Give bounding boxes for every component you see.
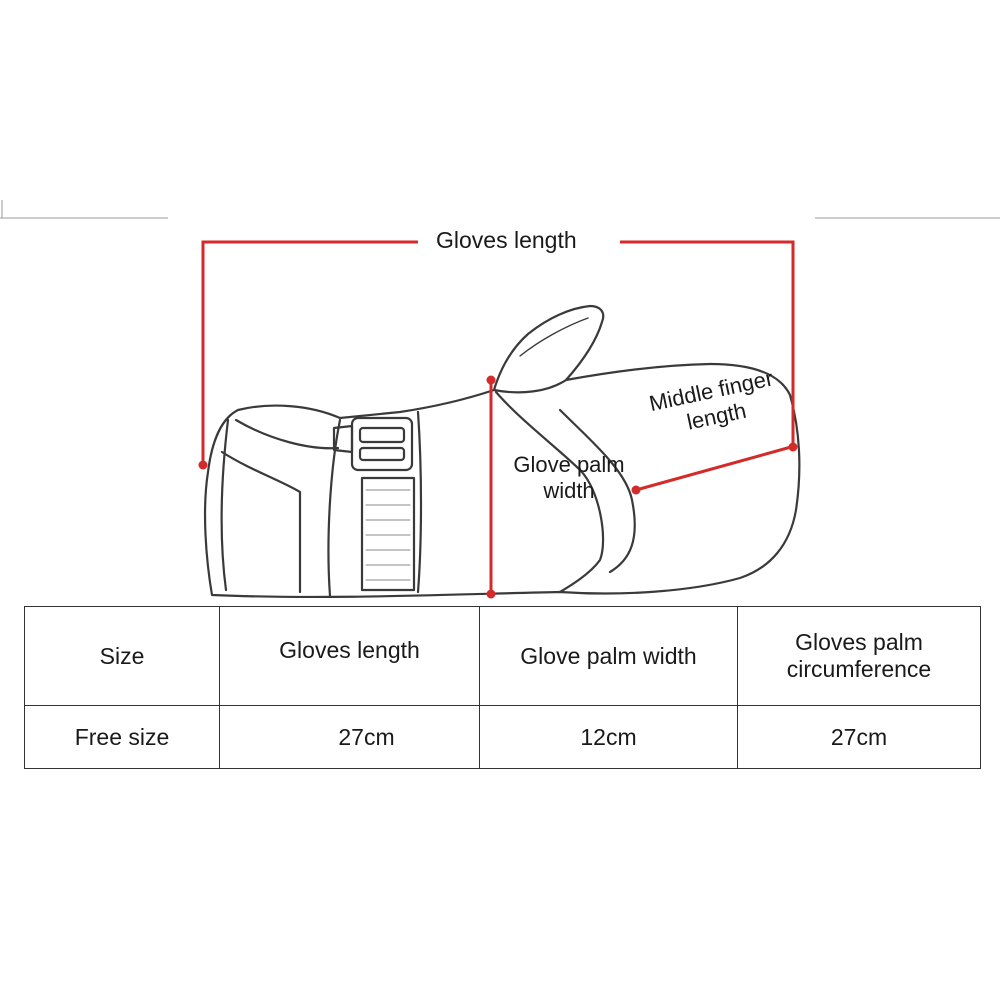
- dot-palm-top: [486, 375, 496, 385]
- header-gloves-length: Gloves length: [219, 606, 480, 706]
- buckle-inner: [358, 426, 406, 444]
- table-header-row: Size Gloves length Glove palm width Glov…: [24, 606, 981, 706]
- strap: [360, 476, 416, 592]
- palm-panel: [494, 390, 605, 594]
- size-table: Size Gloves length Glove palm width Glov…: [24, 606, 981, 769]
- measurement-dots: [198, 375, 798, 599]
- buckle: [350, 416, 414, 472]
- buckle-inner-2: [358, 446, 406, 462]
- header-glove-palm-width: Glove palm width: [479, 606, 738, 706]
- palm-panel-2: [558, 408, 636, 574]
- dot-palm-bottom: [486, 589, 496, 599]
- measurement-lines: [201, 240, 795, 594]
- gloves-length-label: Gloves length: [436, 227, 577, 253]
- cuff-band-2: [234, 418, 340, 450]
- cell-glove-palm-width: 12cm: [479, 705, 738, 769]
- cuff-seam: [220, 418, 230, 592]
- thumb-line: [519, 317, 589, 357]
- gloves-length-line-left: [201, 240, 418, 465]
- middle-finger-line: [635, 445, 792, 492]
- header-size: Size: [24, 606, 220, 706]
- cuff-band: [220, 450, 302, 594]
- buckle-clip: [332, 424, 354, 454]
- cell-gloves-palm-circumference: 27cm: [737, 705, 981, 769]
- gloves-length-line-right: [620, 240, 795, 447]
- glove-sketch: [203, 304, 801, 599]
- cell-size: Free size: [24, 705, 220, 769]
- glove-palm-width-label-line1: Glove palm: [513, 452, 625, 477]
- dot-finger-start: [631, 485, 641, 495]
- table-row: Free size 27cm 12cm 27cm: [24, 705, 981, 769]
- glove-outline: [203, 304, 801, 599]
- dot-gloves-right: [788, 442, 798, 452]
- wrist-seam-2: [416, 410, 423, 594]
- strap-mesh: [365, 489, 411, 581]
- glove-palm-width-label-line2: width: [543, 478, 595, 504]
- dot-gloves-left: [198, 460, 208, 470]
- thumb-seam: [492, 378, 568, 394]
- cell-gloves-length: 27cm: [219, 705, 480, 769]
- header-gloves-palm-circumference: Gloves palm circumference: [737, 606, 981, 706]
- glove-palm-width-label: Glove palm width: [496, 452, 642, 505]
- wrist-seam: [327, 418, 342, 598]
